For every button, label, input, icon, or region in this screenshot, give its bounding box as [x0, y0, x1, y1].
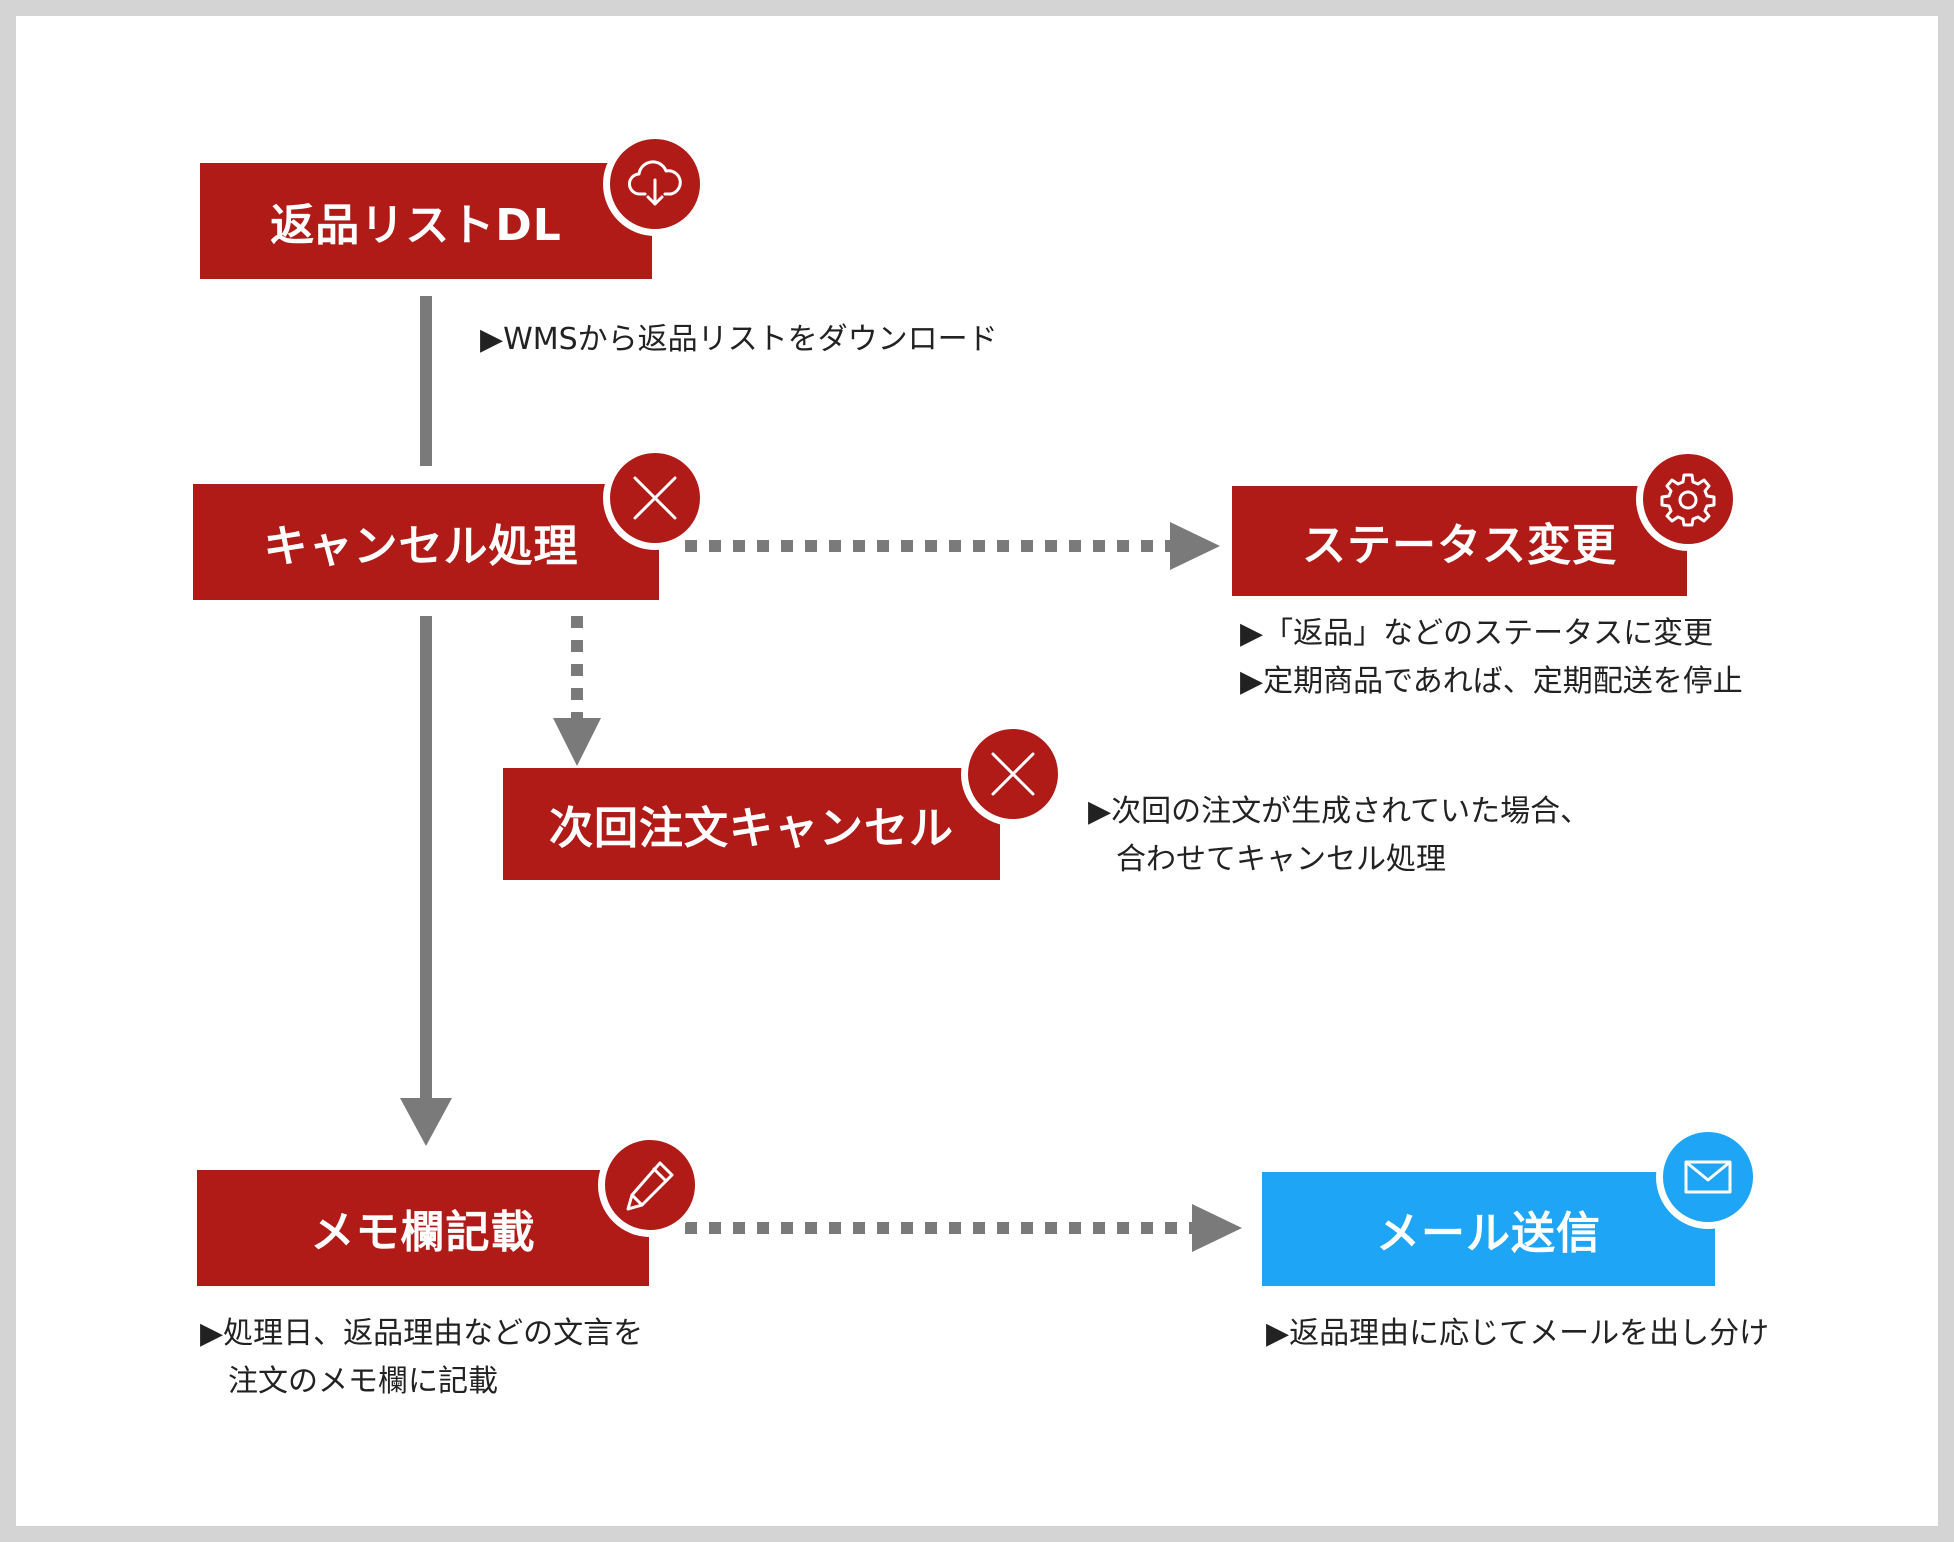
step-next-order-cancel: 次回注文キャンセル: [503, 768, 1000, 880]
note-line: ▶WMSから返品リストをダウンロード: [480, 322, 998, 357]
note-return-list-dl: ▶WMSから返品リストをダウンロード: [480, 316, 998, 364]
note-line: 合わせてキャンセル処理: [1116, 842, 1446, 877]
note-mail-send: ▶返品理由に応じてメールを出し分け: [1266, 1310, 1769, 1358]
step-mail-send: メール送信: [1262, 1172, 1715, 1286]
note-next-order-cancel: ▶次回の注文が生成されていた場合、 合わせてキャンセル処理: [1088, 788, 1590, 884]
step-status-change: ステータス変更: [1232, 486, 1687, 596]
note-status-change: ▶「返品」などのステータスに変更 ▶定期商品であれば、定期配送を停止: [1240, 610, 1743, 706]
note-line: 注文のメモ欄に記載: [228, 1364, 498, 1399]
step-mail-send-label: メール送信: [1376, 1208, 1601, 1259]
step-status-change-label: ステータス変更: [1302, 520, 1617, 571]
step-next-order-cancel-label: 次回注文キャンセル: [549, 803, 954, 854]
arrowhead-to-mail: [1192, 1204, 1242, 1252]
step-memo-entry: メモ欄記載: [197, 1170, 649, 1286]
step-cancel-process-label: キャンセル処理: [263, 521, 579, 572]
note-line: ▶「返品」などのステータスに変更: [1240, 616, 1714, 651]
gear-icon: [1636, 447, 1740, 551]
note-line: ▶返品理由に応じてメールを出し分け: [1266, 1316, 1770, 1351]
note-memo-entry: ▶処理日、返品理由などの文言を 注文のメモ欄に記載: [200, 1310, 643, 1406]
step-cancel-process: キャンセル処理: [193, 484, 659, 600]
step-memo-entry-label: メモ欄記載: [310, 1207, 536, 1258]
mail-icon: [1656, 1125, 1760, 1229]
arrowhead-to-memo: [400, 1098, 452, 1146]
cloud-download-icon: [603, 132, 707, 236]
step-return-list-dl-label: 返品リストDL: [270, 200, 562, 251]
note-line: ▶処理日、返品理由などの文言を: [200, 1316, 644, 1351]
close-icon: [961, 722, 1065, 826]
arrowhead-to-status: [1170, 522, 1220, 570]
step-return-list-dl: 返品リストDL: [200, 163, 652, 279]
close-icon: [603, 446, 707, 550]
note-line: ▶定期商品であれば、定期配送を停止: [1240, 664, 1743, 699]
arrowhead-to-next: [553, 718, 601, 766]
pencil-icon: [598, 1133, 702, 1237]
note-line: ▶次回の注文が生成されていた場合、: [1088, 794, 1591, 829]
